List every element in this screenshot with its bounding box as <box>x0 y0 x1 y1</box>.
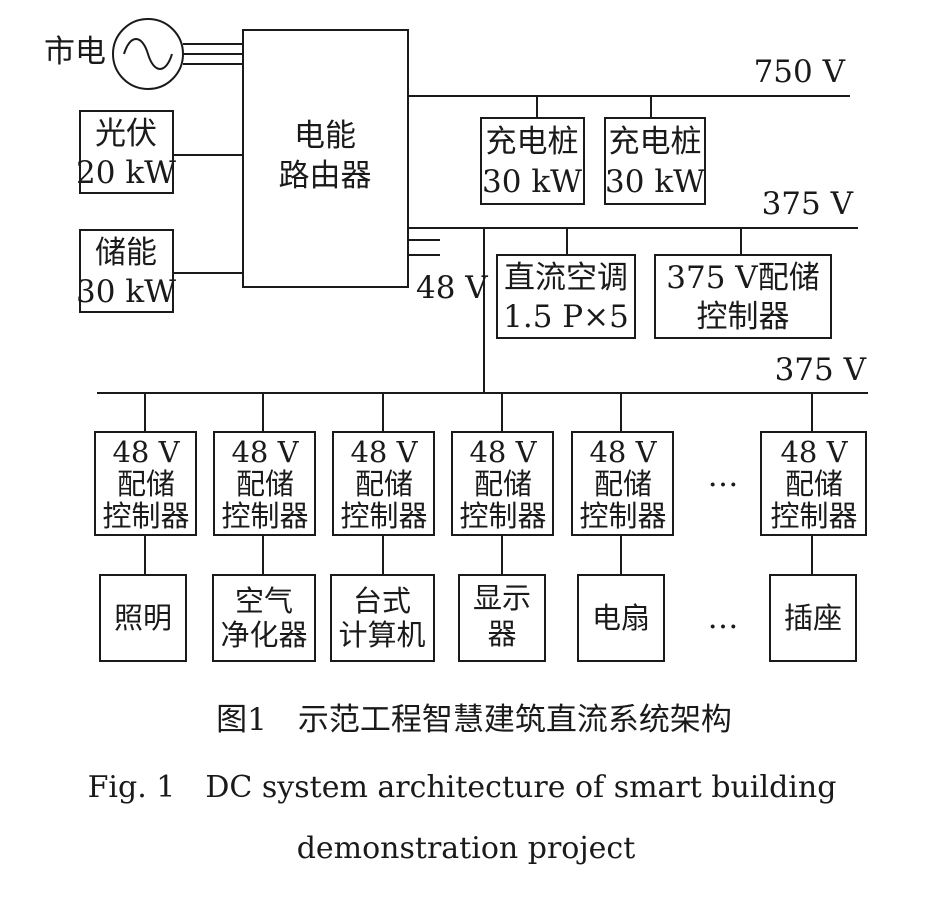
ctrl-48v-label: 48 V <box>350 435 418 469</box>
ctrl-48v-box <box>332 431 435 536</box>
ctrl-48v-column-5: 48 V 配储 控制器 电扇 <box>571 393 674 662</box>
ctrl-48v-label: 配储 <box>785 467 843 501</box>
ctrl-48v-label: 配储 <box>355 467 413 501</box>
pv-label: 光伏 <box>95 116 157 152</box>
ctrl-48v-label: 控制器 <box>459 499 546 533</box>
bus-750v-label: 750 V <box>754 54 846 90</box>
charger-2-box <box>604 117 706 205</box>
dc-ac-label: 直流空调 <box>504 260 628 296</box>
charger-1-power: 30 kW <box>482 164 582 200</box>
ctrl-48v-column-1: 48 V 配储 控制器 照明 <box>94 393 197 662</box>
energy-router-label-2: 路由器 <box>279 158 372 194</box>
caption-en-line-1: Fig. 1 DC system architecture of smart b… <box>88 770 837 805</box>
bus-375v-upper-label: 375 V <box>762 186 854 222</box>
load-label: 计算机 <box>338 618 425 652</box>
load-fan-box <box>577 574 665 662</box>
bus-375v-lower-label: 375 V <box>775 352 867 388</box>
load-display-box <box>458 574 546 662</box>
ctrl-48v-label: 配储 <box>474 467 532 501</box>
ctrl-48v-column-2: 48 V 配储 控制器 空气 净化器 <box>212 393 316 662</box>
charger-2-power: 30 kW <box>605 164 705 200</box>
ctrl-48v-box <box>94 431 197 536</box>
energy-router-box <box>242 29 409 288</box>
grid-three-phase-lines <box>183 43 243 65</box>
ctrl-48v-label: 48 V <box>469 435 537 469</box>
load-label: 照明 <box>114 601 172 635</box>
ctrl-375v-label-1: 375 V配储 <box>666 260 819 296</box>
ctrl-48v-label: 48 V <box>231 435 299 469</box>
bus-48v-label: 48 V <box>416 270 488 306</box>
load-lighting-box <box>99 574 187 662</box>
dc-ac-box <box>496 254 636 339</box>
load-label: 电扇 <box>592 601 650 635</box>
ctrl-48v-box <box>451 431 554 536</box>
energy-router-label-1: 电能 <box>294 118 356 154</box>
sine-wave-icon <box>123 38 173 70</box>
ctrl-48v-label: 配储 <box>117 467 175 501</box>
load-desktop-computer-box <box>330 574 435 662</box>
storage-power: 30 kW <box>76 274 176 310</box>
charger-2-label: 充电桩 <box>609 124 702 160</box>
load-label: 台式 <box>353 584 411 618</box>
ctrl-48v-column-4: 48 V 配储 控制器 显示 器 <box>451 393 554 662</box>
load-label: 净化器 <box>220 618 307 652</box>
load-socket-box <box>769 574 857 662</box>
ctrl-48v-box <box>760 431 867 536</box>
load-air-purifier-box <box>212 574 316 662</box>
grid-label: 市电 <box>44 34 106 70</box>
charger-1-box <box>480 117 585 205</box>
ctrl-48v-column-6: 48 V 配储 控制器 插座 <box>760 393 867 662</box>
pv-box <box>79 110 174 194</box>
ctrl-48v-label: 48 V <box>780 435 848 469</box>
load-ellipsis: … <box>708 600 739 636</box>
load-label: 器 <box>487 617 516 651</box>
load-label: 空气 <box>235 584 293 618</box>
ctrl-48v-label: 配储 <box>594 467 652 501</box>
ctrl-48v-label: 48 V <box>112 435 180 469</box>
load-label: 显示 <box>473 581 531 615</box>
ctrl-375v-label-2: 控制器 <box>697 299 790 335</box>
ctrl-48v-box <box>213 431 316 536</box>
ctrl-48v-label: 48 V <box>589 435 657 469</box>
ctrl-48v-box <box>571 431 674 536</box>
storage-label: 储能 <box>95 235 157 271</box>
pv-power: 20 kW <box>76 155 176 191</box>
charger-1-label: 充电桩 <box>486 124 579 160</box>
storage-box <box>79 229 174 313</box>
ctrl-ellipsis: … <box>708 458 739 494</box>
ctrl-48v-label: 控制器 <box>340 499 427 533</box>
ctrl-375v-box <box>654 254 832 339</box>
ctrl-48v-label: 控制器 <box>579 499 666 533</box>
dc-ac-spec: 1.5 P×5 <box>503 299 629 335</box>
caption-en-line-2: demonstration project <box>297 831 636 866</box>
ctrl-48v-column-3: 48 V 配储 控制器 台式 计算机 <box>330 393 435 662</box>
ctrl-48v-label: 控制器 <box>770 499 857 533</box>
ctrl-48v-label: 控制器 <box>102 499 189 533</box>
caption-cn: 图1 示范工程智慧建筑直流系统架构 <box>216 702 732 738</box>
ctrl-48v-label: 控制器 <box>221 499 308 533</box>
ctrl-48v-label: 配储 <box>236 467 294 501</box>
load-label: 插座 <box>784 601 842 635</box>
